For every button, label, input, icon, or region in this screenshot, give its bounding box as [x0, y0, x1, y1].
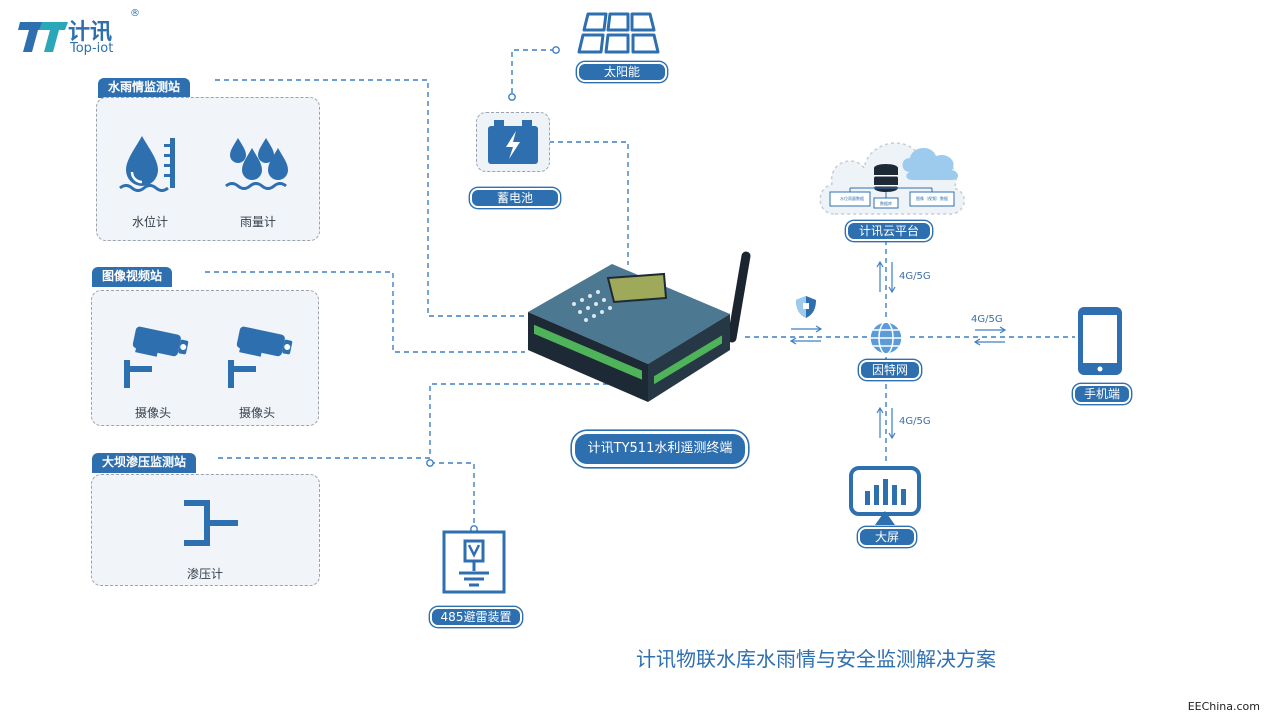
device-label-piezometer: 渗压计	[186, 567, 223, 581]
device-label-water-level: 水位计	[131, 215, 168, 229]
cloud-platform-icon	[819, 142, 965, 215]
brand-name-en: Top-iot	[70, 41, 114, 56]
mobile-phone-icon	[1078, 307, 1122, 375]
telemetry-terminal-device	[528, 251, 751, 402]
video-station	[91, 290, 319, 426]
cloud-label-rain-data: 水位雨量数据	[840, 196, 864, 201]
label-terminal: 计讯TY511水利遥测终端	[572, 431, 748, 467]
link-label-phone: 4G/5G	[971, 314, 1003, 325]
cloud-label-database: 数据库	[880, 201, 892, 206]
camera-icon	[228, 326, 293, 388]
cloud-label-video-data: 图像（视频）数据	[916, 196, 948, 201]
brand-logo-icon	[18, 22, 68, 52]
link-label-screen: 4G/5G	[899, 416, 931, 427]
device-label-camera-2: 摄像头	[238, 406, 275, 420]
station-title-dam: 大坝渗压监测站	[92, 453, 197, 473]
globe-icon	[869, 321, 903, 355]
station-title-water-rain: 水雨情监测站	[98, 78, 191, 98]
battery-icon	[488, 120, 538, 164]
big-screen-icon	[849, 466, 921, 525]
registered-mark: ®	[130, 8, 140, 19]
lightning-protector-icon	[442, 530, 506, 594]
camera-icon	[124, 326, 189, 388]
link-label-cloud: 4G/5G	[899, 271, 931, 282]
station-title-video: 图像视频站	[92, 267, 173, 287]
label-phone: 手机端	[1073, 384, 1131, 404]
label-cloud-platform: 计讯云平台	[846, 221, 932, 241]
label-lightning: 485避雷装置	[430, 607, 522, 627]
piezometer-icon	[184, 500, 238, 546]
label-big-screen: 大屏	[858, 527, 916, 547]
device-label-camera-1: 摄像头	[134, 406, 171, 420]
solar-panel-icon	[577, 12, 660, 54]
label-internet: 因特网	[859, 360, 921, 380]
device-label-rain-gauge: 雨量计	[239, 215, 276, 229]
shield-icon	[796, 296, 816, 318]
label-battery: 蓄电池	[470, 188, 560, 208]
rain-gauge-icon	[225, 138, 288, 190]
diagram-title: 计讯物联水库水雨情与安全监测解决方案	[636, 647, 996, 671]
label-solar: 太阳能	[577, 62, 667, 82]
watermark: EEChina.com	[1187, 700, 1260, 713]
brand-name: 计讯	[68, 20, 113, 45]
water-level-icon	[119, 136, 175, 192]
